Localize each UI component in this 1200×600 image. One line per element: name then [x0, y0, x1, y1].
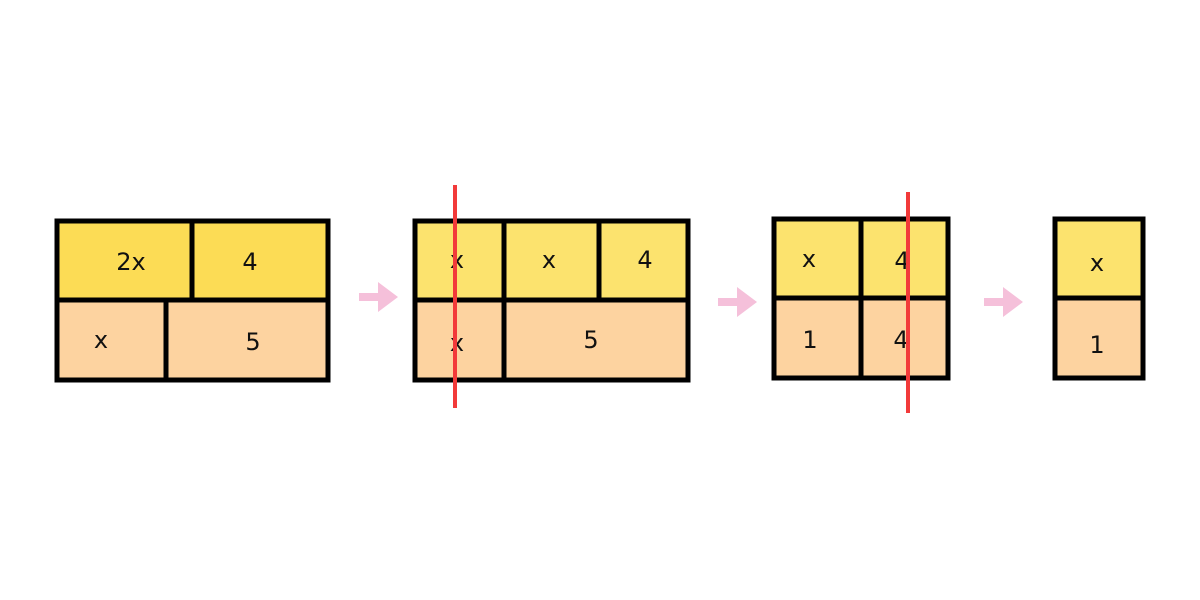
cell-x — [771, 216, 864, 301]
cell-5 — [501, 297, 691, 383]
right-arrow-icon — [359, 282, 398, 312]
label: 2x — [116, 248, 145, 276]
step-1: 2x 4 x 5 — [54, 218, 331, 383]
label: x — [94, 326, 108, 354]
step-3: x 4 1 4 — [771, 192, 951, 413]
label: 1 — [1089, 331, 1104, 359]
cell-4 — [189, 218, 331, 303]
label: 1 — [802, 326, 817, 354]
label: 5 — [583, 326, 598, 354]
label: 4 — [242, 248, 257, 276]
cell-x — [54, 297, 169, 383]
label: x — [802, 245, 816, 273]
right-arrow-icon — [984, 287, 1023, 317]
cell-5 — [163, 297, 331, 383]
right-arrow-icon — [718, 287, 757, 317]
step-2: x x 4 x 5 — [412, 185, 691, 408]
step-4: x 1 — [1052, 216, 1146, 381]
label: 4 — [637, 246, 652, 274]
label: x — [542, 246, 556, 274]
cell-1 — [1052, 295, 1146, 381]
label: 4 — [894, 247, 909, 275]
label: 4 — [893, 326, 908, 354]
cell-4 — [858, 295, 951, 381]
cell-1 — [771, 295, 864, 381]
label: 5 — [245, 328, 260, 356]
label: x — [1090, 249, 1104, 277]
